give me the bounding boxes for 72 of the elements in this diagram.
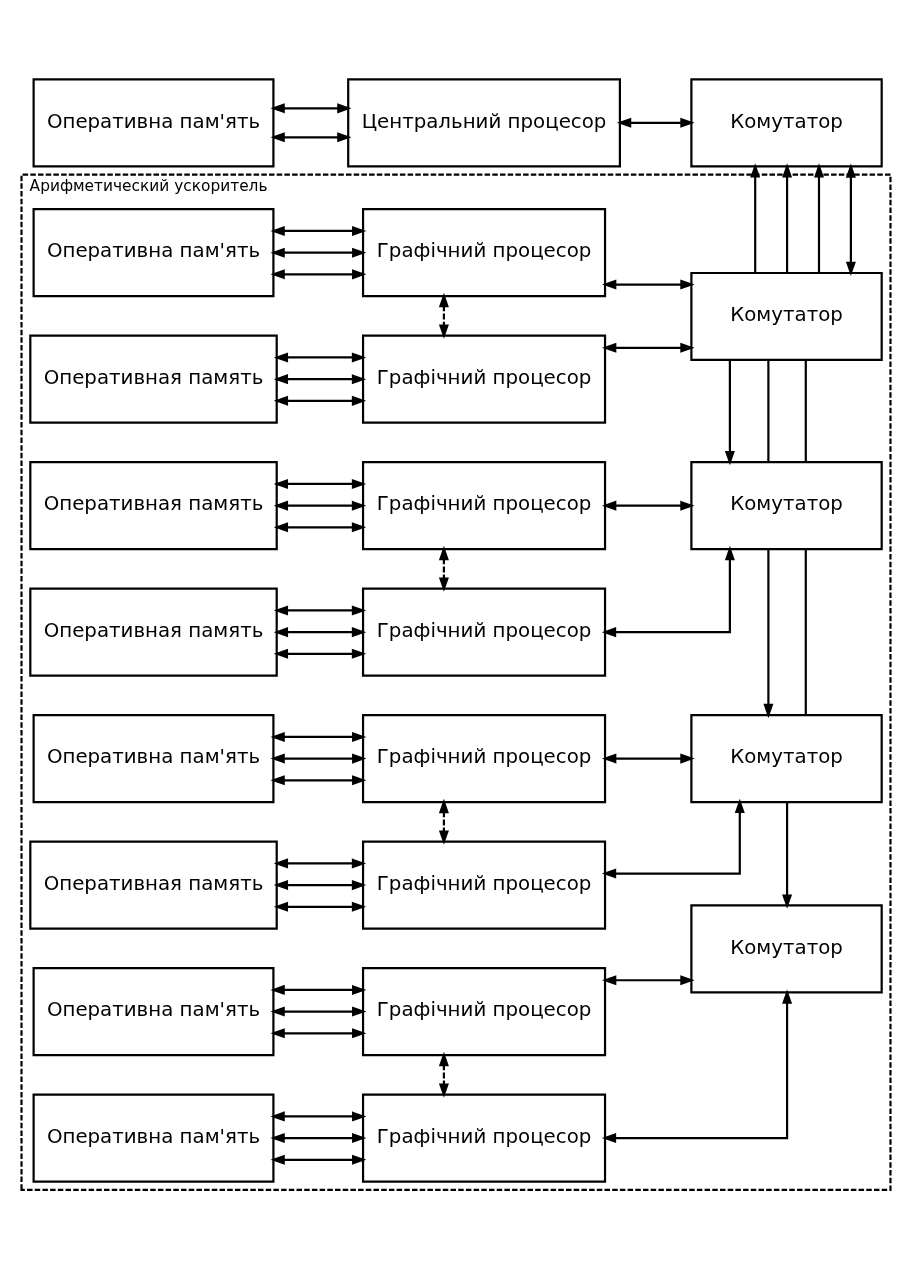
arrow xyxy=(438,292,449,339)
node-box: Графічний процесор xyxy=(361,713,607,803)
node-box: Графічний процесор xyxy=(361,840,607,930)
arrow xyxy=(273,879,367,890)
arrow xyxy=(845,162,856,276)
node-box: Оперативна пам'ять xyxy=(32,77,275,167)
node-box: Оперативная память xyxy=(29,334,278,424)
arrow xyxy=(270,731,367,742)
arrow xyxy=(813,162,824,272)
node-box: Комутатор xyxy=(690,713,883,803)
node-box: Оперативная память xyxy=(29,587,278,677)
connector xyxy=(767,359,770,462)
arrow xyxy=(438,1051,449,1098)
arrow xyxy=(273,901,367,912)
arrow xyxy=(763,548,774,718)
arrow xyxy=(270,1027,367,1038)
arrow xyxy=(270,1110,367,1121)
arrow xyxy=(273,478,367,489)
arrow xyxy=(270,131,352,142)
arrow xyxy=(270,774,367,785)
arrow xyxy=(602,753,695,764)
arrow xyxy=(270,247,367,258)
node-box: Оперативна пам'ять xyxy=(32,713,275,803)
node-box: Комутатор xyxy=(690,903,883,993)
arrow xyxy=(438,798,449,845)
arrow xyxy=(270,225,367,236)
arrow xyxy=(273,500,367,511)
arrow xyxy=(602,974,695,985)
node-box: Графічний процесор xyxy=(361,207,607,297)
connector xyxy=(804,548,807,715)
arrow xyxy=(270,268,367,279)
arrow xyxy=(270,1154,367,1165)
arrow xyxy=(724,359,735,465)
arrow xyxy=(270,753,367,764)
arrow xyxy=(273,857,367,868)
node-box: Оперативна пам'ять xyxy=(32,207,275,297)
arrow xyxy=(273,373,367,384)
node-box: Графічний процесор xyxy=(361,966,607,1056)
arrow xyxy=(273,604,367,615)
connector xyxy=(804,359,807,462)
node-box: Графічний процесор xyxy=(361,460,607,550)
arrow xyxy=(602,279,695,290)
node-box: Графічний процесор xyxy=(361,587,607,677)
arrow xyxy=(273,648,367,659)
node-box: Графічний процесор xyxy=(361,1093,607,1183)
arrow xyxy=(438,545,449,592)
arrow xyxy=(782,162,793,272)
node-box: Оперативная память xyxy=(29,460,278,550)
arrow xyxy=(273,521,367,532)
node-box: Оперативна пам'ять xyxy=(32,1093,275,1183)
arrow xyxy=(270,1132,367,1143)
node-box: Оперативна пам'ять xyxy=(32,966,275,1056)
arrow xyxy=(601,545,735,637)
node-box: Графічний процесор xyxy=(361,334,607,424)
arrow xyxy=(782,801,793,909)
arrow xyxy=(750,162,761,272)
arrow xyxy=(270,102,352,113)
arrow xyxy=(602,342,695,353)
node-box: Комутатор xyxy=(690,460,883,550)
arrow xyxy=(270,984,367,995)
node-box: Центральний процесор xyxy=(347,77,621,167)
node-box: Комутатор xyxy=(690,271,883,361)
arrow xyxy=(273,351,367,362)
arrow xyxy=(601,988,793,1143)
arrow xyxy=(601,798,745,879)
arrow xyxy=(270,1006,367,1017)
node-box: Комутатор xyxy=(690,77,883,167)
arrow xyxy=(273,395,367,406)
node-box: Оперативная память xyxy=(29,840,278,930)
arrow xyxy=(602,500,695,511)
arrow xyxy=(616,117,695,128)
arrow xyxy=(273,626,367,637)
